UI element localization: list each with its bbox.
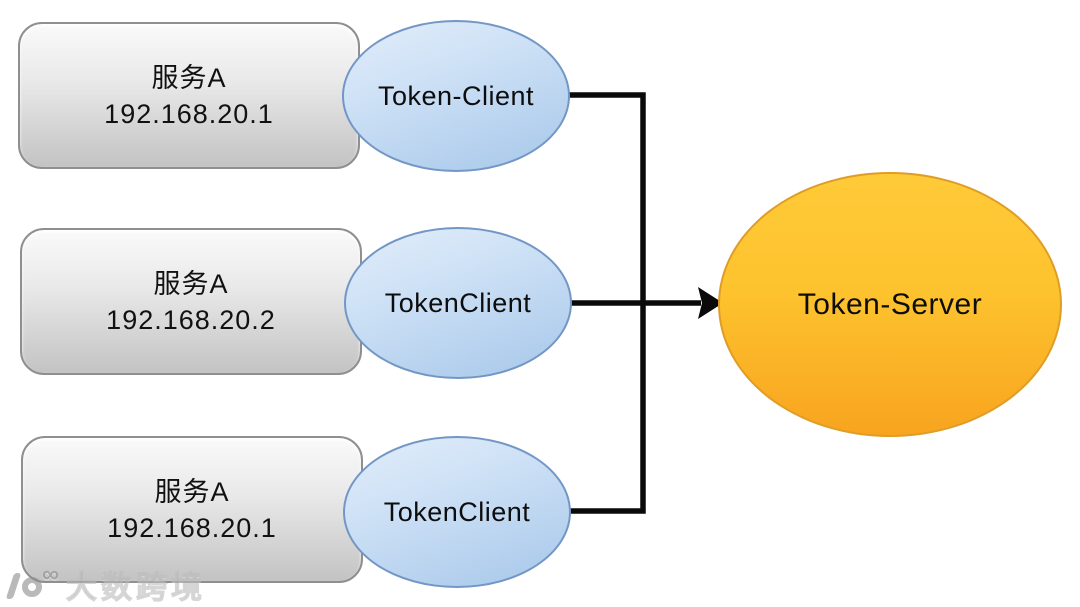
service-node-2: 服务A 192.168.20.2 (20, 228, 362, 375)
logo-bar-shape (5, 572, 22, 599)
token-client-node-1: Token-Client (342, 20, 570, 172)
token-server-label: Token-Server (797, 287, 983, 321)
dashu-kuajing-watermark: ∞ 大数跨境 (4, 561, 206, 607)
infinity-glyph: ∞ (42, 560, 60, 588)
token-client-node-2: TokenClient (344, 227, 572, 379)
service-ip: 192.168.20.1 (107, 512, 277, 543)
service-node-3: 服务A 192.168.20.1 (21, 436, 363, 583)
token-client-label: TokenClient (384, 287, 532, 318)
token-server-node: Token-Server (718, 172, 1062, 437)
watermark-text: 大数跨境 (66, 570, 206, 606)
arrowhead-icon (698, 287, 723, 319)
logo-ring-shape (22, 576, 42, 597)
service-node-1: 服务A 192.168.20.1 (18, 22, 360, 169)
service-name: 服务A (154, 476, 230, 507)
service-ip: 192.168.20.1 (104, 98, 274, 129)
service-name: 服务A (153, 268, 229, 299)
infinity-logo-icon: ∞ (4, 561, 66, 605)
token-client-label: TokenClient (383, 496, 531, 527)
token-client-node-3: TokenClient (343, 436, 571, 588)
service-name: 服务A (151, 62, 227, 93)
service-ip: 192.168.20.2 (106, 304, 276, 335)
token-client-label: Token-Client (377, 80, 535, 111)
